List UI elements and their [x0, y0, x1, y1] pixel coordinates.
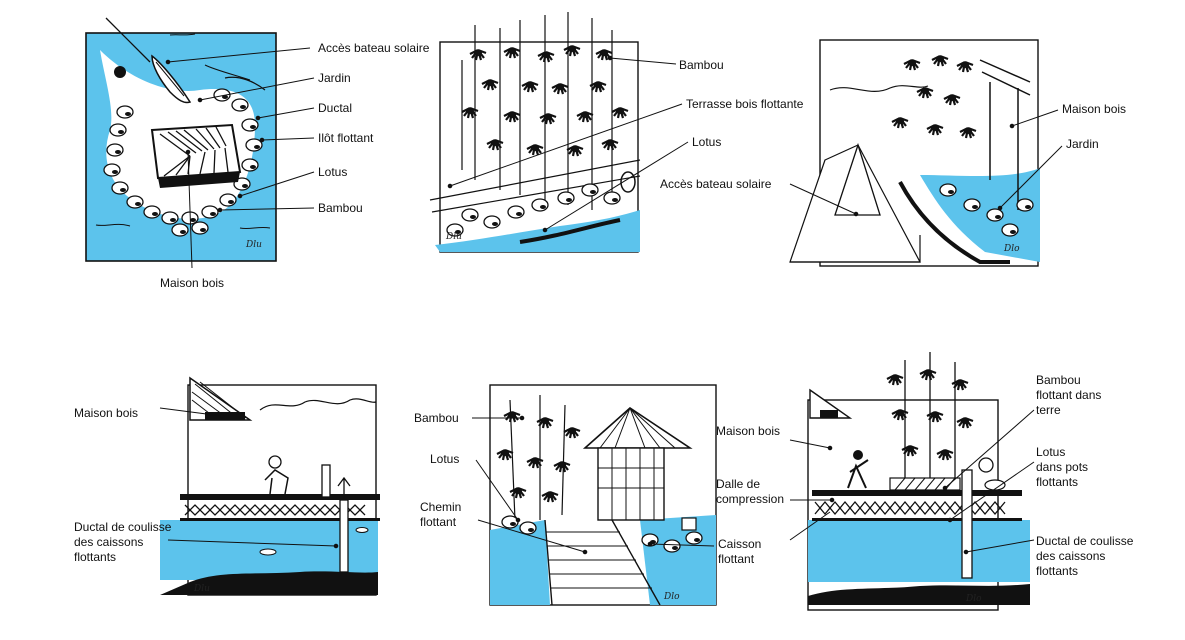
- label-ductal-section1-line1: Ductal de coulisse: [74, 520, 172, 534]
- label-ilot-flottant: Ilôt flottant: [318, 131, 374, 145]
- path-lotus: [501, 515, 703, 553]
- signature-terrace: Dlu: [446, 232, 462, 242]
- label-acces-bateau-plan: Accès bateau solaire: [318, 41, 430, 55]
- pavilion: [582, 406, 693, 521]
- signature-plan: Dlu: [246, 240, 262, 250]
- label-jardin-plan: Jardin: [318, 71, 351, 85]
- signature-path: Dlo: [664, 592, 680, 602]
- label-ductal-plan: Ductal: [318, 101, 353, 115]
- label-maison-bois-plan: Maison bois: [160, 276, 225, 290]
- garden-leaders: [789, 109, 1063, 217]
- label-bambou-plan: Bambou: [318, 201, 363, 215]
- path-bamboo: [495, 395, 582, 521]
- label-lotus-terrace: Lotus: [692, 135, 722, 149]
- label-maison-bois-section1: Maison bois: [74, 406, 139, 420]
- label-ductal-section1-line3: flottants: [74, 550, 117, 564]
- plan-leaders: [165, 47, 315, 269]
- label-bambou-terrace: Bambou: [679, 58, 724, 72]
- label-bambou-flottant-line3: terre: [1036, 403, 1061, 417]
- sketch-path: [472, 384, 717, 606]
- label-acces-bateau-terrace: Accès bateau solaire: [660, 177, 772, 191]
- sketch-plan: [85, 17, 315, 269]
- section2-bamboo: [885, 352, 975, 488]
- sketch-section-1: [159, 376, 380, 596]
- label-ductal-section2-line1: Ductal de coulisse: [1036, 534, 1134, 548]
- label-ductal-section2-line3: flottants: [1036, 564, 1079, 578]
- path-planks: [546, 531, 652, 589]
- label-lotus-plan: Lotus: [318, 165, 348, 179]
- label-dalle-line2: compression: [716, 492, 785, 506]
- label-lotus-pots-line2: dans pots: [1036, 460, 1089, 474]
- label-bambou-flottant-line1: Bambou: [1036, 373, 1081, 387]
- label-terrasse-bois: Terrasse bois flottante: [686, 97, 804, 111]
- label-caisson-line1: Caisson: [718, 537, 762, 551]
- house-roof-plan: [150, 123, 242, 188]
- ductal-lattice-2: [814, 500, 1006, 516]
- section1-leaders: [159, 407, 339, 549]
- label-bambou-flottant-line2: flottant dans: [1036, 388, 1102, 402]
- sketch-terrace: [429, 12, 689, 253]
- label-jardin-garden: Jardin: [1066, 137, 1099, 151]
- section2-leaders: [789, 409, 1035, 555]
- label-chemin-line2: flottant: [420, 515, 457, 529]
- path-leaders: [472, 415, 715, 555]
- label-ductal-section1-line2: des caissons: [74, 535, 144, 549]
- house-wood: [979, 59, 1031, 210]
- label-lotus-path: Lotus: [430, 452, 460, 466]
- boat: [105, 17, 192, 104]
- signature-section2: Dlo: [966, 594, 982, 604]
- sketch-garden: [789, 39, 1063, 267]
- lotus-cluster: [446, 171, 636, 237]
- signature-garden: Dlo: [1004, 244, 1020, 254]
- terrace-leaders: [447, 55, 689, 233]
- label-caisson-line2: flottant: [718, 552, 755, 566]
- signature-section1: Dlu: [194, 584, 210, 594]
- ductal-lattice: [184, 504, 366, 516]
- label-lotus-pots-line1: Lotus: [1036, 445, 1066, 459]
- label-lotus-pots-line3: flottants: [1036, 475, 1079, 489]
- label-maison-bois-section2: Maison bois: [716, 424, 781, 438]
- label-chemin-line1: Chemin: [420, 500, 462, 514]
- label-maison-bois-garden: Maison bois: [1062, 102, 1127, 116]
- sketch-section-2: [789, 352, 1035, 611]
- label-bambou-path: Bambou: [414, 411, 459, 425]
- label-dalle-line1: Dalle de: [716, 477, 761, 491]
- label-ductal-section2-line2: des caissons: [1036, 549, 1106, 563]
